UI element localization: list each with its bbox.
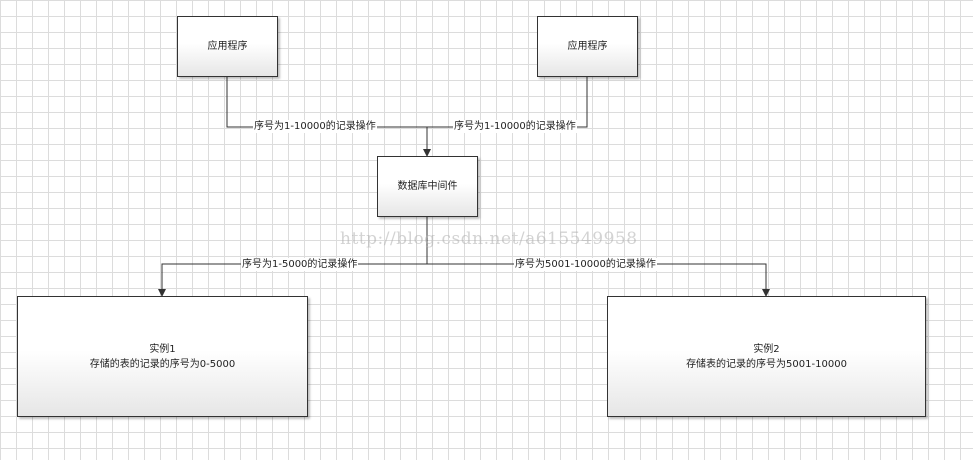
app-node-left[interactable]: 应用程序	[177, 16, 278, 77]
instance2-desc: 存储表的记录的序号为5001-10000	[686, 358, 847, 370]
instance1-title: 实例1	[149, 343, 176, 355]
edge-label-instance1: 序号为1-5000的记录操作	[241, 258, 359, 271]
app-node-right-label: 应用程序	[567, 41, 608, 52]
instance1-desc: 存储的表的记录的序号为0-5000	[89, 358, 236, 370]
app-node-right[interactable]: 应用程序	[537, 16, 638, 77]
instance2-node[interactable]: 实例2 存储表的记录的序号为5001-10000	[607, 296, 926, 417]
edge-label-left-app: 序号为1-10000的记录操作	[253, 120, 377, 133]
middleware-node[interactable]: 数据库中间件	[377, 156, 478, 217]
instance1-node[interactable]: 实例1 存储的表的记录的序号为0-5000	[17, 296, 308, 417]
instance2-title: 实例2	[753, 343, 780, 355]
watermark: http://blog.csdn.net/a615549958	[340, 229, 638, 249]
edge-left-app-to-middleware	[226, 76, 431, 157]
middleware-node-label: 数据库中间件	[397, 181, 458, 192]
edge-label-instance2: 序号为5001-10000的记录操作	[514, 258, 657, 271]
edge-middleware-to-instance1	[158, 216, 428, 297]
app-node-left-label: 应用程序	[207, 41, 248, 52]
edge-label-right-app: 序号为1-10000的记录操作	[453, 120, 577, 133]
